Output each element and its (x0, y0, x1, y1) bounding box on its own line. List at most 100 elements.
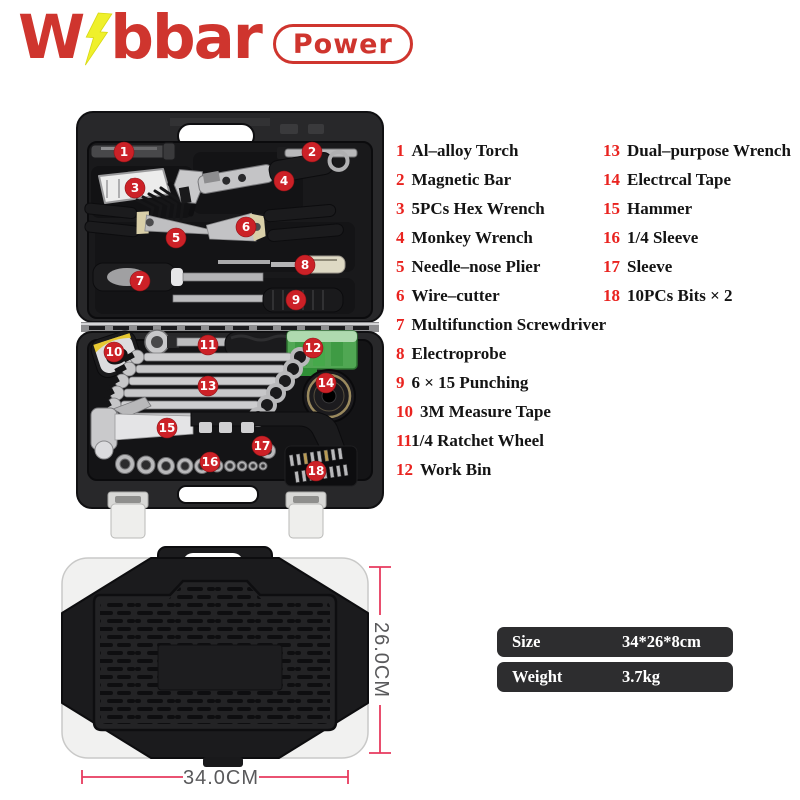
badge-5: 5 (165, 227, 187, 249)
legend-item-1: 1 Al–alloy Torch (396, 136, 606, 165)
legend-number: 16 (603, 228, 620, 247)
badge-12: 12 (302, 337, 324, 359)
height-dimension-label: 26.0CM (370, 622, 392, 698)
spec-row-size: Size 34*26*8cm (497, 627, 733, 657)
legend-number: 15 (603, 199, 620, 218)
legend-number: 8 (396, 344, 405, 363)
badge-10: 10 (103, 341, 125, 363)
svg-text:7: 7 (136, 274, 144, 288)
spec-value: 34*26*8cm (622, 632, 701, 651)
legend-label: Needle–nose Plier (411, 257, 541, 276)
legend-item-17: 17 Sleeve (603, 252, 791, 281)
legend-label: 3M Measure Tape (420, 402, 551, 421)
badge-9: 9 (285, 289, 307, 311)
brand-logo: W bbar Power (18, 2, 413, 73)
legend-label: Sleeve (627, 257, 673, 276)
legend-item-18: 18 10PCs Bits × 2 (603, 281, 791, 310)
svg-text:9: 9 (292, 293, 300, 307)
legend-item-5: 5 Needle–nose Plier (396, 252, 606, 281)
svg-text:8: 8 (301, 258, 309, 272)
legend-label: Wire–cutter (411, 286, 500, 305)
legend-number: 3 (396, 199, 405, 218)
spec-value: 3.7kg (622, 667, 661, 686)
svg-text:2: 2 (308, 145, 316, 159)
brand-wordmark-prefix: W (18, 2, 85, 73)
legend-number: 2 (396, 170, 405, 189)
legend-label: 5PCs Hex Wrench (411, 199, 545, 218)
svg-text:17: 17 (254, 439, 271, 453)
legend-number: 13 (603, 141, 620, 160)
badge-18: 18 (305, 460, 327, 482)
legend-number: 17 (603, 257, 620, 276)
badge-11: 11 (197, 334, 219, 356)
toolbox-hinge (81, 322, 379, 332)
closed-case-label-area (157, 644, 283, 691)
spec-label: Size (512, 632, 541, 651)
badge-13: 13 (197, 375, 219, 397)
spec-row-weight: Weight 3.7kg (497, 662, 733, 692)
legend-label: Electrcal Tape (627, 170, 732, 189)
brand-wordmark-suffix: bbar (110, 2, 263, 73)
badge-15: 15 (156, 417, 178, 439)
svg-text:1: 1 (120, 145, 128, 159)
brand-power-badge: Power (272, 24, 413, 64)
legend-label: Monkey Wrench (411, 228, 533, 247)
legend-number: 18 (603, 286, 620, 305)
legend-label: 1/4 Sleeve (627, 228, 699, 247)
legend-number: 1 (396, 141, 405, 160)
base-handle-cutout (177, 485, 259, 504)
svg-text:14: 14 (318, 376, 335, 390)
legend-label: Electroprobe (411, 344, 507, 363)
height-dimension: 26.0CM (369, 566, 392, 754)
badge-1: 1 (113, 141, 135, 163)
legend-number: 4 (396, 228, 405, 247)
svg-text:4: 4 (280, 174, 288, 188)
legend-label: Al–alloy Torch (411, 141, 519, 160)
closed-case-front-panel (92, 579, 338, 732)
closed-case-foot (203, 757, 243, 767)
lightning-bolt-icon (85, 12, 113, 66)
svg-text:6: 6 (242, 220, 250, 234)
legend-item-9: 9 6 × 15 Punching (396, 368, 606, 397)
legend-item-16: 16 1/4 Sleeve (603, 223, 791, 252)
badge-6: 6 (235, 216, 257, 238)
left-latch (107, 491, 149, 539)
legend-label: Multifunction Screwdriver (411, 315, 607, 334)
legend-item-8: 8 Electroprobe (396, 339, 606, 368)
legend-number: 11 (396, 431, 412, 450)
legend-item-10: 10 3M Measure Tape (396, 397, 606, 426)
svg-text:5: 5 (172, 231, 180, 245)
svg-text:10: 10 (106, 345, 123, 359)
legend-label: 10PCs Bits × 2 (627, 286, 733, 305)
legend-item-15: 15 Hammer (603, 194, 791, 223)
badge-14: 14 (315, 372, 337, 394)
svg-text:3: 3 (131, 181, 139, 195)
legend-number: 6 (396, 286, 405, 305)
badge-8: 8 (294, 254, 316, 276)
tool-callout-badges: 1 2 3 4 5 6 7 8 9 10 11 12 13 14 15 16 1… (103, 141, 337, 482)
svg-text:11: 11 (200, 338, 217, 352)
width-dimension-label: 34.0CM (183, 767, 259, 789)
spec-label: Weight (512, 667, 563, 686)
width-dimension: 34.0CM (81, 767, 349, 789)
legend-label: 6 × 15 Punching (411, 373, 529, 392)
badge-7: 7 (129, 270, 151, 292)
brand-wordmark: W bbar (18, 2, 263, 73)
legend-label: Hammer (627, 199, 693, 218)
open-toolbox-photo: 1 2 3 4 5 6 7 8 9 10 11 12 13 14 15 16 1… (76, 111, 384, 539)
legend-number: 9 (396, 373, 405, 392)
legend-number: 5 (396, 257, 405, 276)
svg-text:13: 13 (200, 379, 217, 393)
legend-number: 10 (396, 402, 413, 421)
svg-text:15: 15 (159, 421, 176, 435)
legend-label: Work Bin (420, 460, 492, 479)
tool-dual-purpose-wrench-set (97, 347, 310, 427)
legend-item-6: 6 Wire–cutter (396, 281, 606, 310)
tool-needle-nose-plier (84, 202, 235, 238)
